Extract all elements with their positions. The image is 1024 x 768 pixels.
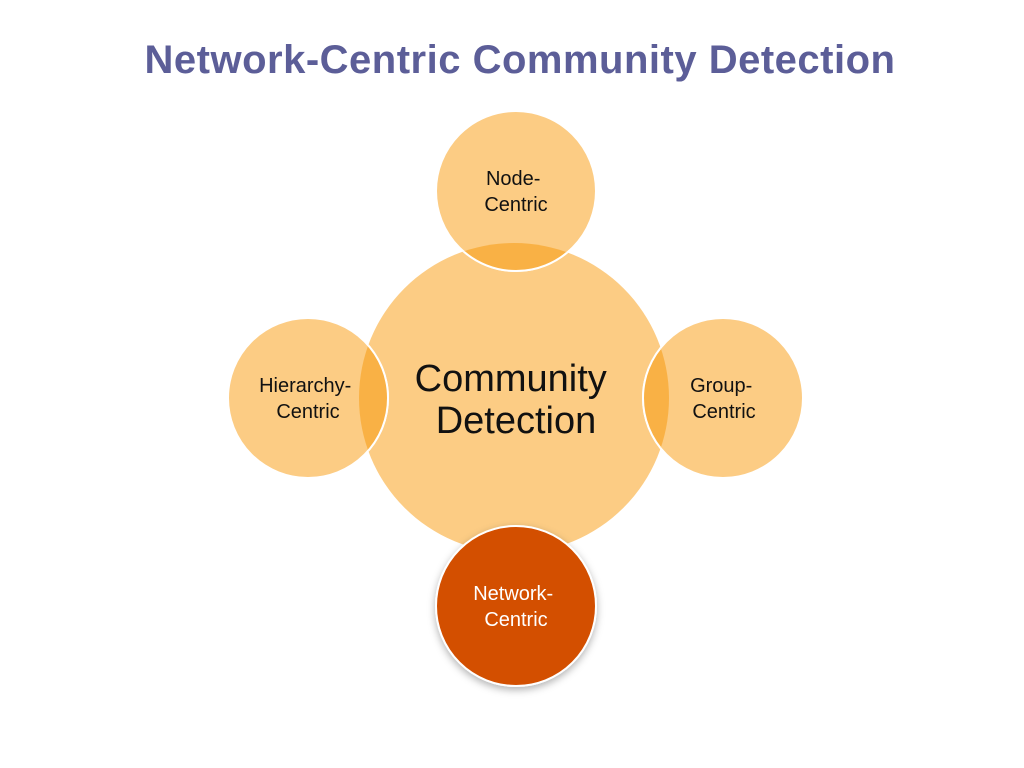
left-label-line2: Centric <box>276 401 339 423</box>
center-circle <box>359 243 669 553</box>
bottom-circle-highlighted <box>435 525 597 687</box>
center-label-line2: Detection <box>436 400 597 442</box>
right-label-line2: Centric <box>692 401 755 423</box>
top-label: Node- Centric <box>484 168 547 216</box>
left-label: Hierarchy- Centric <box>259 375 357 423</box>
top-label-line1: Node- <box>486 168 540 190</box>
top-outline <box>435 243 597 272</box>
left-outline <box>359 317 389 479</box>
slide-title: Network-Centric Community Detection <box>144 38 896 82</box>
center-label-line1: Community <box>415 358 607 400</box>
bottom-label-line1: Network- <box>473 583 553 605</box>
right-outline <box>642 317 669 479</box>
right-label: Group- Centric <box>690 375 758 423</box>
left-label-line1: Hierarchy- <box>259 375 351 397</box>
top-label-line2: Centric <box>484 194 547 216</box>
bottom-label-line2: Centric <box>484 609 547 631</box>
bottom-label: Network- Centric <box>473 583 559 631</box>
right-label-line1: Group- <box>690 375 752 397</box>
center-label: Community Detection <box>415 358 618 442</box>
overlap-outlines <box>359 243 669 479</box>
